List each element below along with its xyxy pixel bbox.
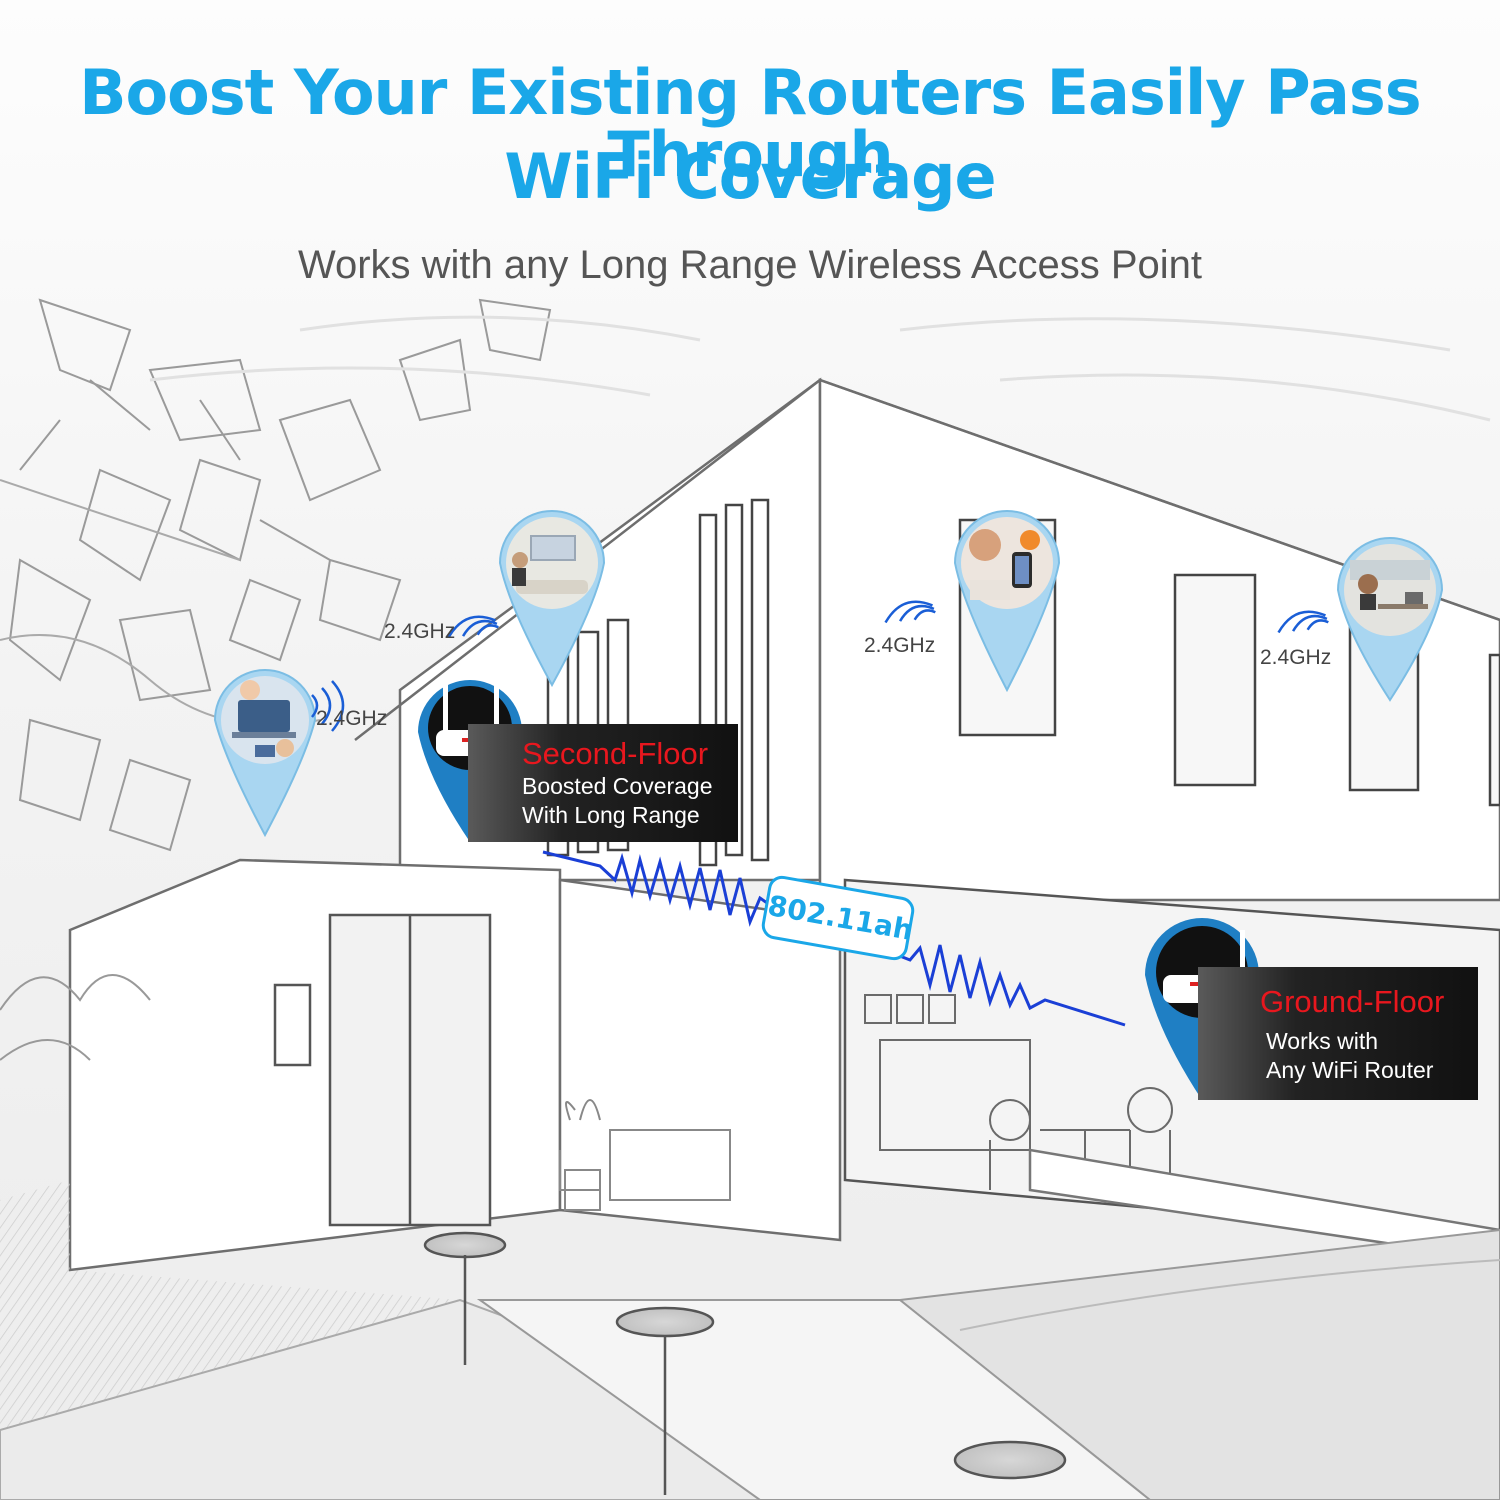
living-room-tv-photo-icon — [512, 535, 588, 594]
office-desk-photo-icon — [1350, 560, 1430, 610]
location-pin-3 — [953, 510, 1061, 693]
phone-user-photo-icon — [969, 529, 1040, 600]
wifi-signal-icon — [884, 600, 936, 624]
frequency-label-2: 2.4GHz — [384, 620, 456, 643]
frequency-label-4: 2.4GHz — [1260, 646, 1332, 669]
callout-line-2: With Long Range — [522, 802, 700, 828]
callout-line-1: Works with — [1266, 1028, 1379, 1054]
laptop-work-photo-icon — [232, 680, 296, 757]
callout-second-floor: Second-Floor Boosted Coverage With Long … — [468, 724, 738, 842]
callout-line-2: Any WiFi Router — [1266, 1057, 1434, 1083]
frequency-label-1: 2.4GHz — [316, 707, 388, 730]
subtitle: Works with any Long Range Wireless Acces… — [297, 243, 1203, 287]
callout-title: Ground-Floor — [1260, 984, 1445, 1019]
location-pin-1 — [213, 669, 317, 838]
frequency-label-3: 2.4GHz — [864, 634, 936, 657]
headline-line-2: WiFi Coverage — [504, 140, 996, 213]
location-pin-4 — [1336, 537, 1444, 702]
headline-line-1: Boost Your Existing Routers Easily Pass … — [79, 56, 1421, 191]
tree-sketch — [0, 298, 552, 852]
signal-wave — [542, 850, 1126, 1027]
callout-ground-floor: Ground-Floor Works with Any WiFi Router — [1198, 967, 1478, 1100]
callout-title: Second-Floor — [522, 736, 709, 771]
wifi-signal-icon — [447, 615, 499, 639]
location-pin-2 — [498, 510, 606, 688]
wifi-signal-icon — [311, 680, 345, 732]
wifi-signal-icon — [1277, 610, 1329, 634]
callout-line-1: Boosted Coverage — [522, 773, 713, 799]
